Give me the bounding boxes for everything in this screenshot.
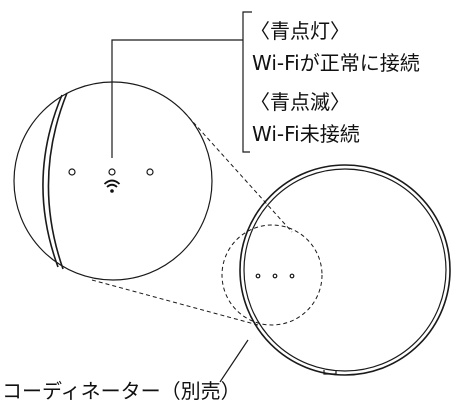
led-center (108, 168, 116, 176)
blue-blink-label: 〈青点滅〉 (250, 90, 350, 114)
blue-on-label: 〈青点灯〉 (250, 19, 350, 43)
led-leader-line (111, 39, 243, 158)
led-right (146, 168, 154, 176)
zoom-line-top (183, 111, 293, 233)
highlight-dashed-circle (221, 224, 323, 326)
callout-bracket (242, 11, 252, 153)
device-inner-ring (243, 168, 447, 372)
device-bottom-notch (323, 370, 337, 375)
device-led-center (272, 273, 278, 279)
device-caption: コーディネーター（別売） (2, 379, 241, 403)
device-led-right (289, 273, 295, 279)
blue-on-description: Wi-Fiが正常に接続 (252, 51, 420, 75)
blue-blink-description: Wi-Fi未接続 (252, 122, 360, 146)
device-outer-ring (239, 164, 451, 376)
zoom-line-bottom (91, 279, 259, 326)
led-left (68, 168, 76, 176)
device-led-left (255, 273, 261, 279)
zoom-detail-circle (13, 81, 213, 281)
device-edge-inner (47, 92, 68, 270)
device-leader-line (219, 339, 249, 383)
wifi-icon (103, 179, 121, 193)
device-edge-outer (42, 94, 63, 268)
